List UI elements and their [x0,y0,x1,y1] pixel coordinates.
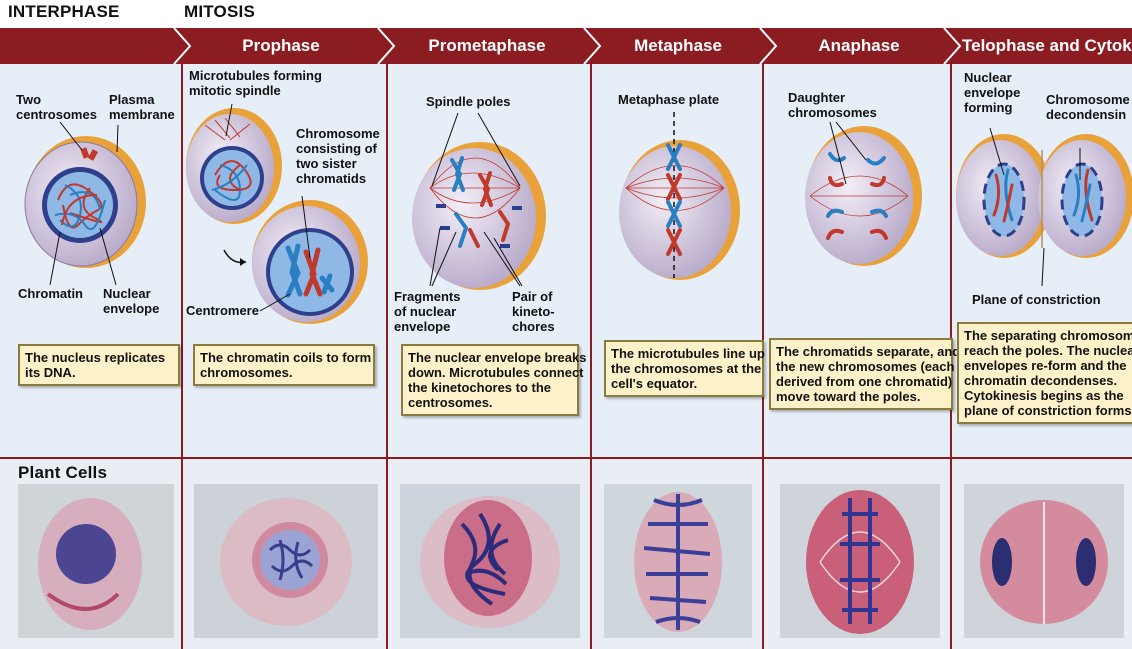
prometaphase-cell [412,142,546,290]
plant-photo-anaphase [780,484,940,638]
label-microtubules: Microtubules forming mitotic spindle [189,68,322,98]
telophase-cell [956,134,1132,258]
label-chromatin: Chromatin [18,286,83,301]
anaphase-cell [805,126,922,266]
label-centromere: Centromere [186,303,259,318]
label-daughter-chromosomes: Daughter chromosomes [788,90,877,120]
label-nuclear-envelope: Nuclear envelope [103,286,159,316]
caption-telophase: The separating chromosomes reach the pol… [957,322,1132,424]
caption-prometaphase: The nuclear envelope breaks down. Microt… [401,344,579,416]
label-chromosome-decondensing: Chromosome decondensin [1046,92,1130,122]
caption-metaphase: The microtubules line up the chromosomes… [604,340,764,397]
caption-interphase: The nucleus replicates its DNA. [18,344,180,386]
plant-photo-interphase [18,484,174,638]
plant-photo-telophase [964,484,1124,638]
caption-anaphase: The chromatids separate, and the new chr… [769,338,953,410]
label-metaphase-plate: Metaphase plate [618,92,719,107]
interphase-cell [25,136,146,268]
plant-photo-prometaphase [400,484,580,638]
caption-prophase: The chromatin coils to form chromosomes. [193,344,375,386]
label-kinetochores: Pair of kineto- chores [512,289,555,334]
plant-cells-title: Plant Cells [18,463,107,483]
label-plane-constriction: Plane of constriction [972,292,1101,307]
metaphase-cell [619,112,740,280]
label-chromosome: Chromosome consisting of two sister chro… [296,126,380,186]
label-nuclear-forming: Nuclear envelope forming [964,70,1020,115]
plant-photo-metaphase [604,484,752,638]
plant-photo-prophase [194,484,378,638]
label-two-centrosomes: Two centrosomes [16,92,97,122]
label-plasma-membrane: Plasma membrane [109,92,175,122]
prophase-cell-top [186,108,282,224]
label-spindle-poles: Spindle poles [426,94,511,109]
label-fragments: Fragments of nuclear envelope [394,289,460,334]
